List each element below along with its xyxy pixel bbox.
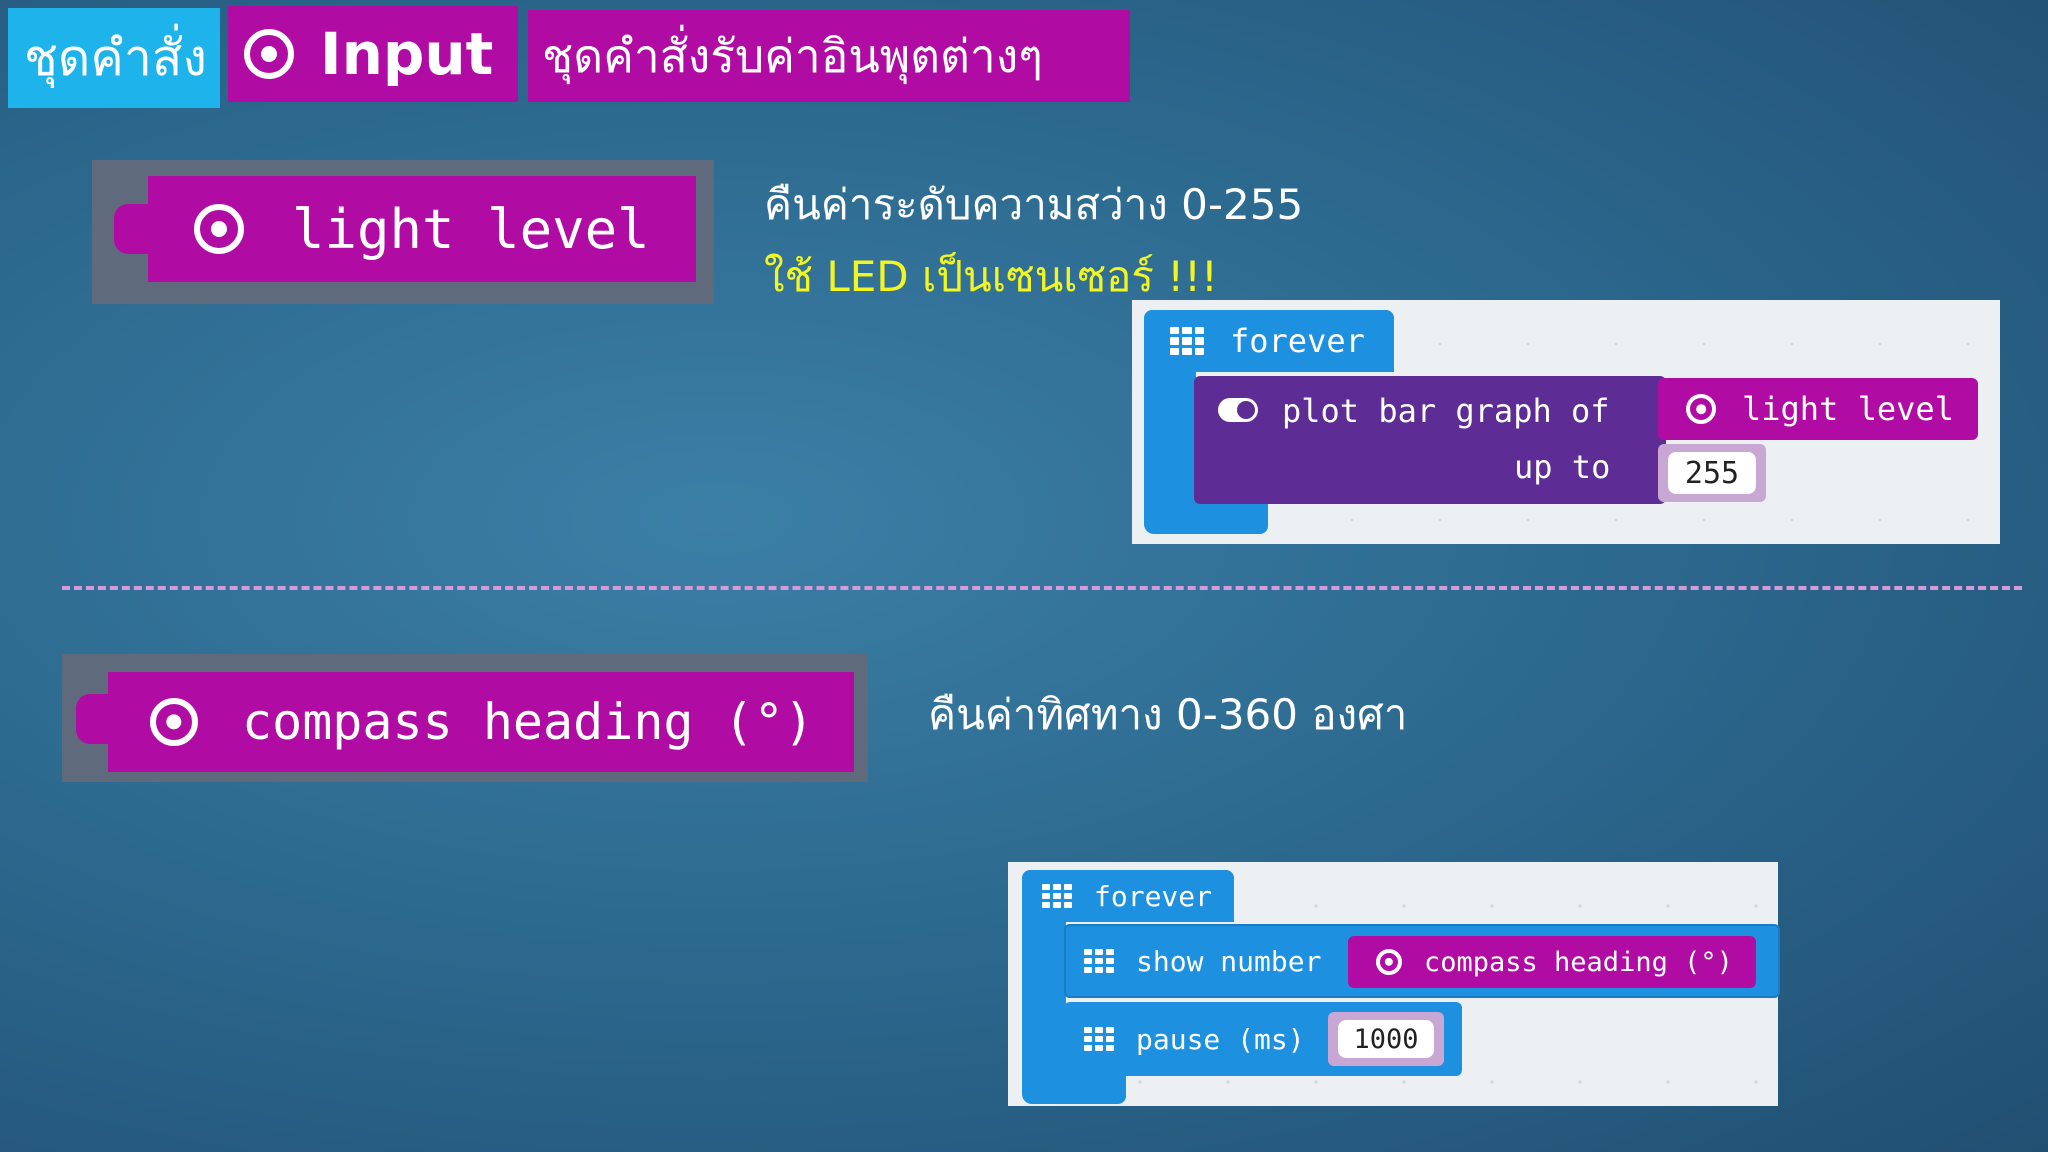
compass-heading-value-block[interactable]: compass heading (°) — [1348, 936, 1756, 988]
grid-icon — [1084, 949, 1114, 973]
forever-block-bottom — [1022, 1074, 1126, 1104]
forever-block[interactable]: forever — [1144, 310, 1394, 372]
forever-block-arm — [1022, 920, 1066, 1102]
compass-heading-value-label: compass heading (°) — [1424, 946, 1733, 978]
block-connector — [114, 204, 154, 254]
light-level-value-label: light level — [1742, 390, 1954, 428]
light-example-panel: forever plot bar graph of up to light le… — [1132, 300, 2000, 544]
category-label: ชุดคำสั่ง — [24, 28, 207, 87]
forever-label: forever — [1230, 322, 1365, 360]
target-icon-dot — [211, 221, 227, 237]
target-icon-dot — [1696, 404, 1706, 414]
pause-value-field[interactable]: 1000 — [1338, 1020, 1434, 1058]
show-number-label: show number — [1136, 944, 1322, 978]
grid-icon — [1170, 327, 1204, 355]
compass-example-panel: forever show number compass heading (°) … — [1008, 862, 1780, 1106]
target-icon-dot — [261, 46, 277, 62]
group-label: Input — [320, 20, 494, 88]
forever-label: forever — [1094, 879, 1213, 913]
compass-heading-description: คืนค่าทิศทาง 0-360 องศา — [928, 690, 1408, 739]
pause-label: pause (ms) — [1136, 1022, 1305, 1056]
target-icon — [1686, 394, 1716, 424]
compass-heading-label: compass heading (°) — [242, 693, 814, 751]
light-level-label: light level — [292, 197, 650, 261]
subtitle-label: ชุดคำสั่งรับค่าอินพุตต่างๆ — [542, 28, 1043, 83]
forever-block-bottom — [1144, 500, 1268, 534]
target-icon — [194, 204, 244, 254]
grid-icon — [1042, 884, 1072, 908]
up-to-value-field[interactable]: 255 — [1668, 452, 1756, 494]
section-divider — [62, 586, 2022, 590]
toggle-icon — [1218, 398, 1258, 422]
light-level-note: ใช้ LED เป็นเซนเซอร์ !!! — [764, 252, 1218, 301]
plot-bar-graph-label: plot bar graph of — [1282, 392, 1610, 430]
target-icon — [1376, 949, 1402, 975]
grid-icon — [1084, 1027, 1114, 1051]
input-category-tag: Input — [228, 6, 518, 102]
light-level-value-block[interactable]: light level — [1658, 378, 1978, 440]
target-icon — [150, 698, 198, 746]
target-icon-dot — [1384, 957, 1394, 967]
light-level-description: คืนค่าระดับความสว่าง 0-255 — [764, 180, 1304, 229]
plot-bar-graph-block[interactable]: plot bar graph of — [1194, 376, 1666, 504]
target-icon — [244, 29, 294, 79]
compass-heading-block[interactable]: compass heading (°) — [108, 672, 854, 772]
forever-block[interactable]: forever — [1022, 870, 1234, 922]
target-icon-dot — [166, 714, 182, 730]
light-level-block[interactable]: light level — [148, 176, 696, 282]
category-tag: ชุดคำสั่ง — [8, 8, 220, 108]
subtitle-tag: ชุดคำสั่งรับค่าอินพุตต่างๆ — [528, 10, 1130, 102]
toggle-knob — [1237, 401, 1255, 419]
up-to-label: up to — [1514, 448, 1611, 486]
